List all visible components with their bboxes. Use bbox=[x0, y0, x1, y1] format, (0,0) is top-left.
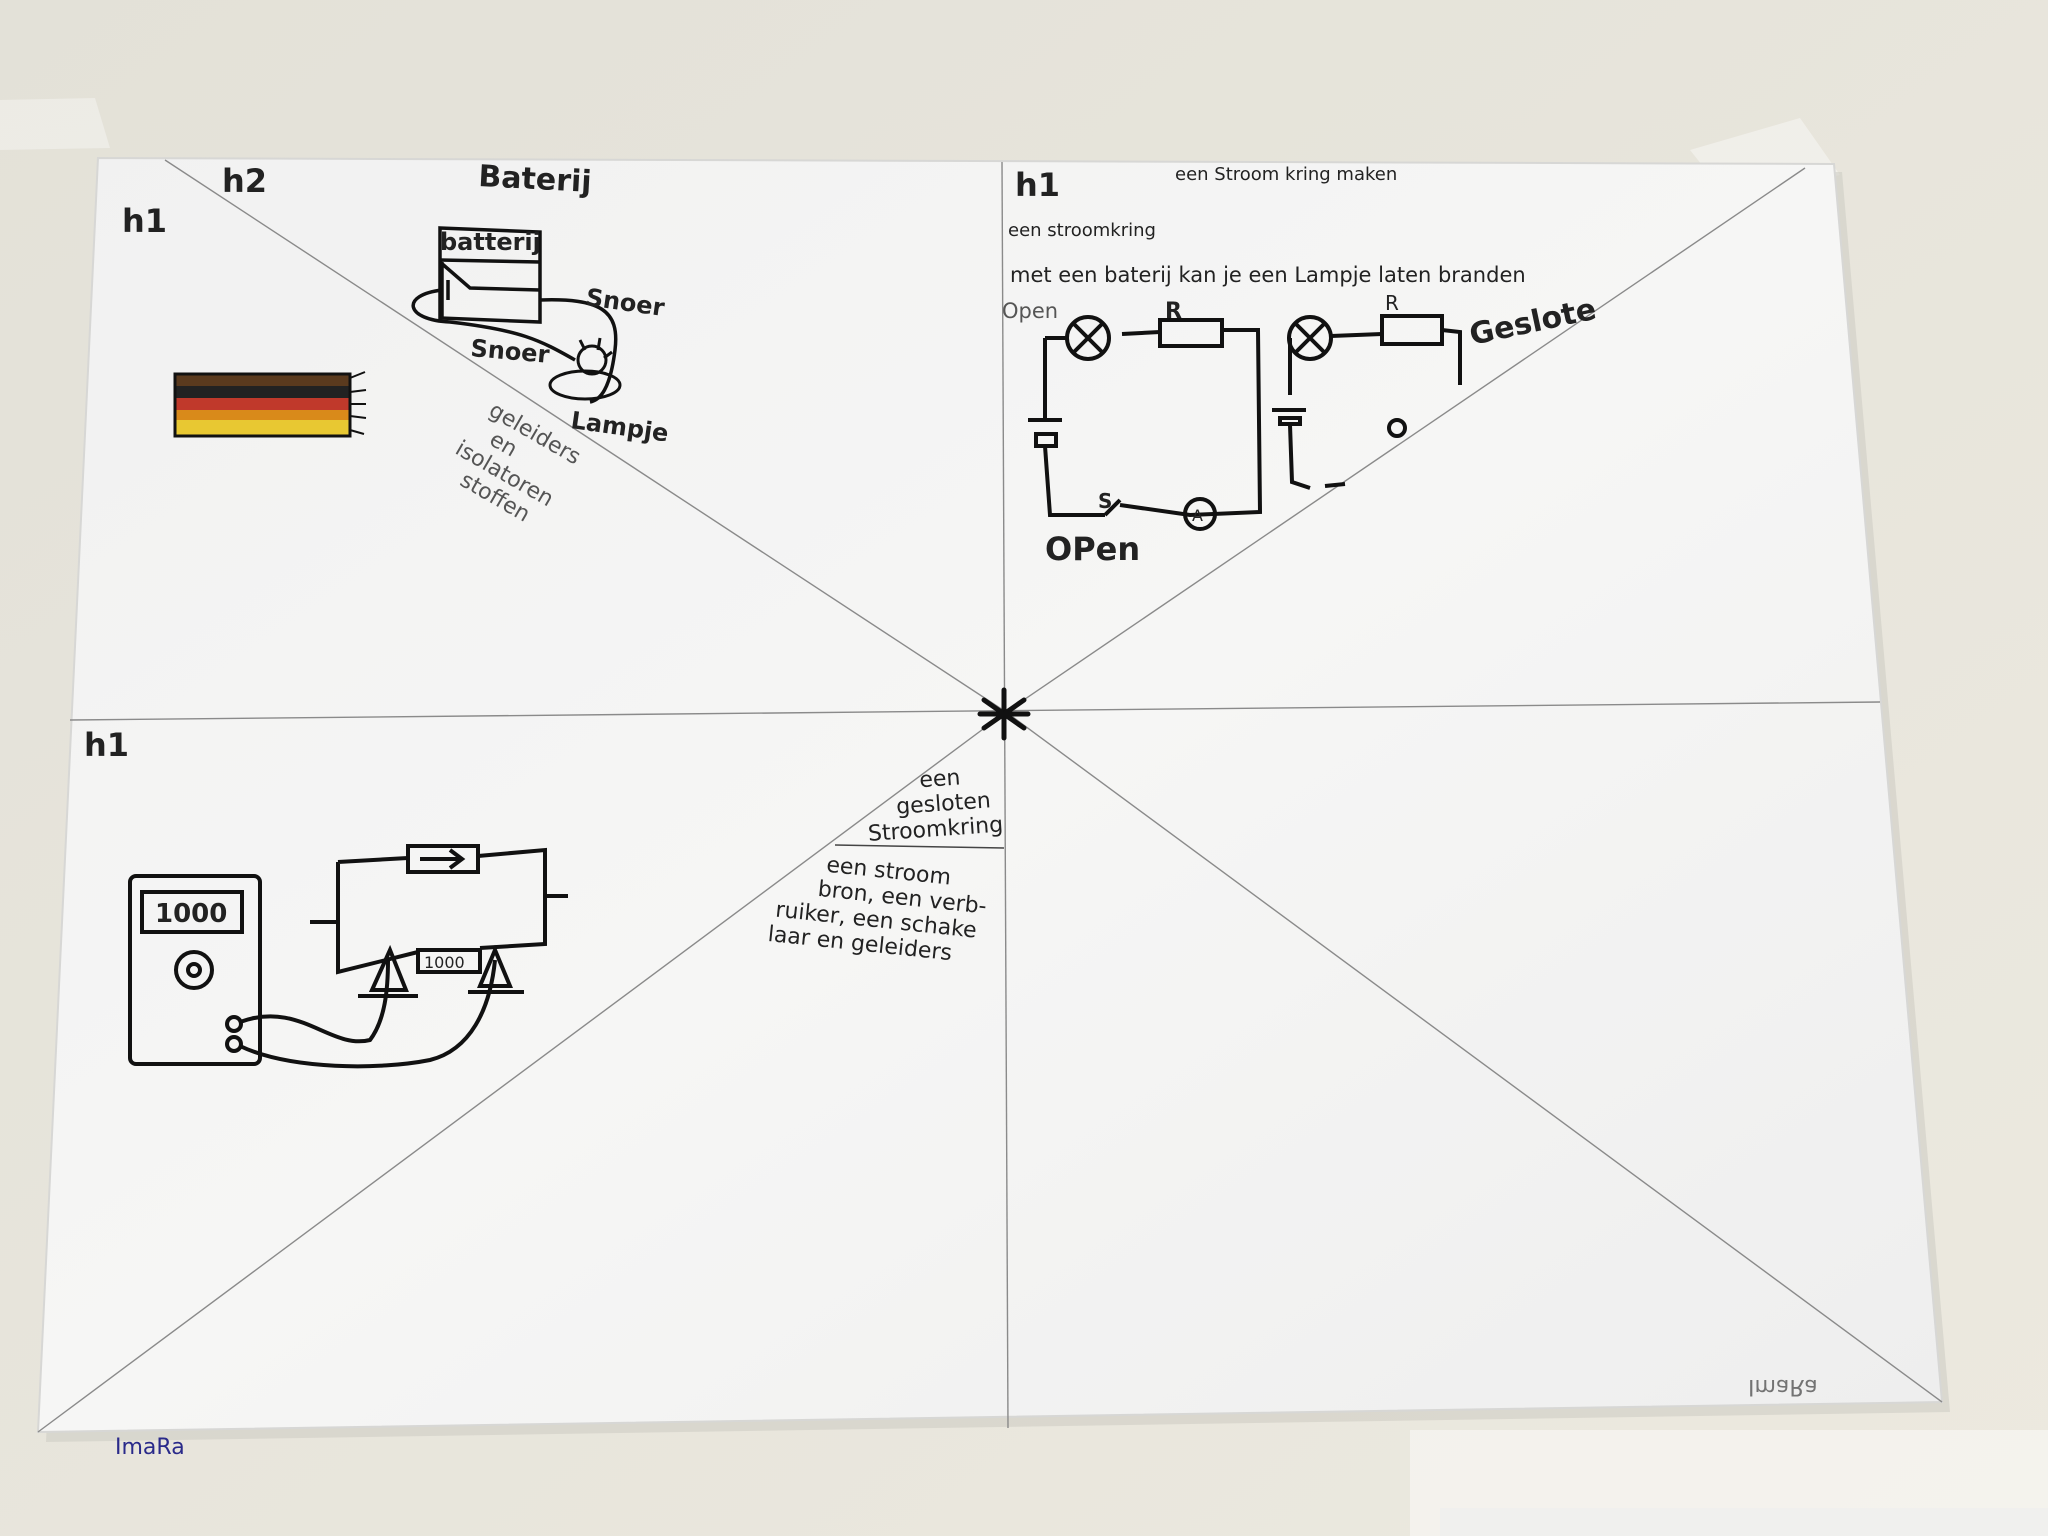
resistor-label-2: R bbox=[1385, 291, 1399, 315]
lamp-symbol-1 bbox=[1065, 315, 1111, 361]
small-display: 1000 bbox=[424, 953, 465, 972]
ammeter-label: A bbox=[1192, 506, 1203, 525]
q1-heading-h1: h1 bbox=[122, 202, 167, 240]
q2-heading-h1: h1 bbox=[1015, 166, 1060, 204]
ammeter-symbol bbox=[1183, 497, 1217, 531]
q3-heading-h1: h1 bbox=[84, 726, 129, 764]
center-note-1-line-a: een bbox=[919, 765, 962, 793]
test-circuit-drawing bbox=[310, 844, 568, 998]
lamp-symbol-2 bbox=[1287, 315, 1333, 361]
cable-stripes bbox=[173, 371, 367, 438]
resistor-label-1: R bbox=[1165, 299, 1182, 324]
q2-line1: een stroomkring bbox=[1008, 220, 1156, 241]
center-star-mark bbox=[977, 687, 1031, 741]
multimeter-display: 1000 bbox=[155, 899, 227, 929]
q1-title: Baterij bbox=[478, 159, 593, 200]
cable-stripe-4 bbox=[175, 410, 350, 420]
tape-top-left bbox=[0, 98, 110, 150]
cable-stripe-2 bbox=[175, 386, 350, 398]
open-bottom-label: OPen bbox=[1045, 530, 1140, 568]
center-note-divider bbox=[834, 844, 1005, 849]
resistor-symbol-2 bbox=[1380, 314, 1444, 346]
battery-label: batterij bbox=[440, 228, 541, 256]
q2-line2: met een baterij kan je een Lampje laten … bbox=[1010, 263, 1526, 287]
q2-title: een Stroom kring maken bbox=[1175, 164, 1397, 185]
q1-heading-h2: h2 bbox=[222, 162, 267, 200]
closed-circuit-drawing bbox=[1272, 314, 1462, 490]
signature: ImaRa bbox=[115, 1435, 185, 1460]
switch-label: S bbox=[1098, 489, 1112, 513]
bleed-text: ImaRa bbox=[1748, 1374, 1818, 1399]
battery-drawing bbox=[411, 226, 618, 404]
pencil-grid bbox=[37, 159, 1943, 1433]
q2-open-top: Open bbox=[1002, 299, 1058, 323]
cable-stripe-3 bbox=[175, 398, 350, 410]
next-sheet-bottom bbox=[1440, 1508, 2048, 1536]
cable-stripe-1 bbox=[175, 374, 350, 386]
cable-stripe-5 bbox=[175, 420, 350, 436]
open-circuit-drawing bbox=[1028, 315, 1263, 531]
lamp-drawing bbox=[548, 337, 622, 401]
resistor-symbol-1 bbox=[1158, 318, 1224, 348]
cord-label-left: Snoer bbox=[469, 334, 550, 369]
